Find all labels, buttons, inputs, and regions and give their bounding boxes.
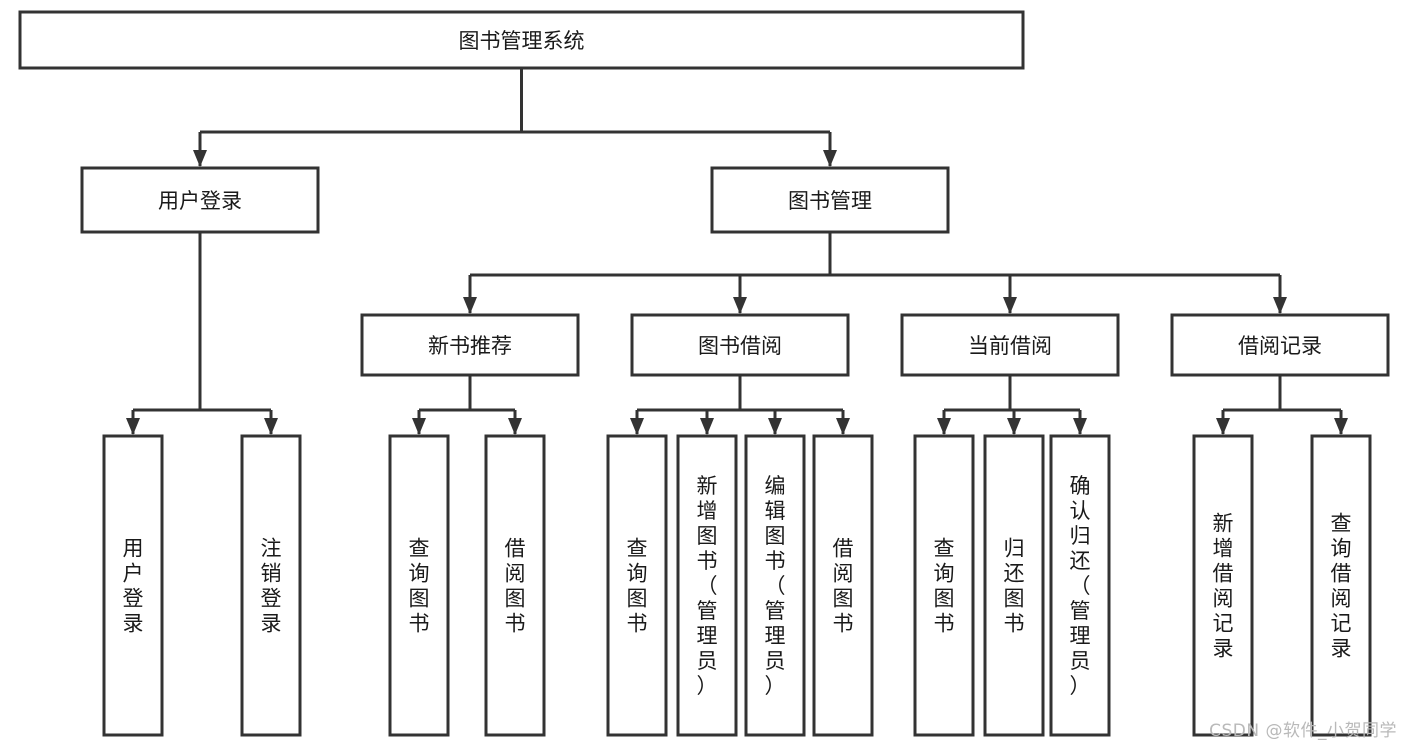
node-leaf-user-logout[interactable]: 注销登录: [240, 434, 302, 737]
arrow-head-icon: [264, 418, 278, 435]
arrow-head-icon: [768, 418, 782, 435]
node-label: 新增借阅记录: [1213, 512, 1234, 661]
connectors-layer: [126, 68, 1348, 435]
node-leaf-borrow-book-rec[interactable]: 借阅图书: [484, 434, 546, 737]
node-leaf-query-record[interactable]: 查询借阅记录: [1310, 434, 1372, 737]
node-label: 编辑图书（管理员）: [765, 474, 786, 698]
arrow-head-icon: [937, 418, 951, 435]
node-label: 查询图书: [409, 537, 430, 636]
node-label: 新增图书（管理员）: [697, 474, 718, 698]
node-label: 图书借阅: [698, 334, 782, 358]
node-label: 用户登录: [158, 189, 242, 213]
node-label: 查询借阅记录: [1331, 512, 1352, 661]
node-label: 用户登录: [123, 537, 144, 636]
node-label: 归还图书: [1004, 537, 1025, 636]
arrow-head-icon: [463, 297, 477, 314]
arrow-head-icon: [823, 150, 837, 167]
node-leaf-query-book-bor[interactable]: 查询图书: [606, 434, 668, 737]
arrow-head-icon: [126, 418, 140, 435]
node-label: 借阅记录: [1238, 334, 1322, 358]
arrow-head-icon: [412, 418, 426, 435]
boxes-layer: 图书管理系统用户登录图书管理新书推荐图书借阅当前借阅借阅记录用户登录注销登录查询…: [18, 10, 1390, 737]
node-user-login[interactable]: 用户登录: [80, 166, 320, 234]
arrow-head-icon: [1273, 297, 1287, 314]
node-leaf-user-login[interactable]: 用户登录: [102, 434, 164, 737]
arrow-head-icon: [508, 418, 522, 435]
node-leaf-borrow-book[interactable]: 借阅图书: [812, 434, 874, 737]
node-leaf-query-book-rec[interactable]: 查询图书: [388, 434, 450, 737]
node-borrow-record[interactable]: 借阅记录: [1170, 313, 1390, 377]
node-label: 查询图书: [934, 537, 955, 636]
node-label: 借阅图书: [833, 537, 854, 636]
arrow-head-icon: [733, 297, 747, 314]
node-leaf-edit-book[interactable]: 编辑图书（管理员）: [744, 434, 806, 737]
node-label: 查询图书: [627, 537, 648, 636]
node-label: 确认归还（管理员）: [1070, 474, 1091, 698]
arrow-head-icon: [1073, 418, 1087, 435]
node-label: 新书推荐: [428, 334, 512, 358]
arrow-head-icon: [836, 418, 850, 435]
node-leaf-add-book[interactable]: 新增图书（管理员）: [676, 434, 738, 737]
node-label: 借阅图书: [505, 537, 526, 636]
arrow-head-icon: [1216, 418, 1230, 435]
node-label: 当前借阅: [968, 334, 1052, 358]
node-book-manage[interactable]: 图书管理: [710, 166, 950, 234]
node-leaf-confirm-return[interactable]: 确认归还（管理员）: [1049, 434, 1111, 737]
arrow-head-icon: [1334, 418, 1348, 435]
watermark-text: CSDN @软件_小贺同学: [1209, 721, 1397, 741]
node-root-system[interactable]: 图书管理系统: [18, 10, 1025, 70]
arrow-head-icon: [193, 150, 207, 167]
node-leaf-return-book[interactable]: 归还图书: [983, 434, 1045, 737]
node-label: 注销登录: [261, 537, 282, 636]
arrow-head-icon: [1007, 418, 1021, 435]
node-leaf-query-book-cur[interactable]: 查询图书: [913, 434, 975, 737]
arrow-head-icon: [1003, 297, 1017, 314]
node-label: 图书管理系统: [459, 29, 585, 53]
node-new-book-rec[interactable]: 新书推荐: [360, 313, 580, 377]
node-current-borrow[interactable]: 当前借阅: [900, 313, 1120, 377]
node-book-borrow[interactable]: 图书借阅: [630, 313, 850, 377]
arrow-head-icon: [630, 418, 644, 435]
arrow-head-icon: [700, 418, 714, 435]
node-leaf-add-record[interactable]: 新增借阅记录: [1192, 434, 1254, 737]
node-label: 图书管理: [788, 189, 872, 213]
